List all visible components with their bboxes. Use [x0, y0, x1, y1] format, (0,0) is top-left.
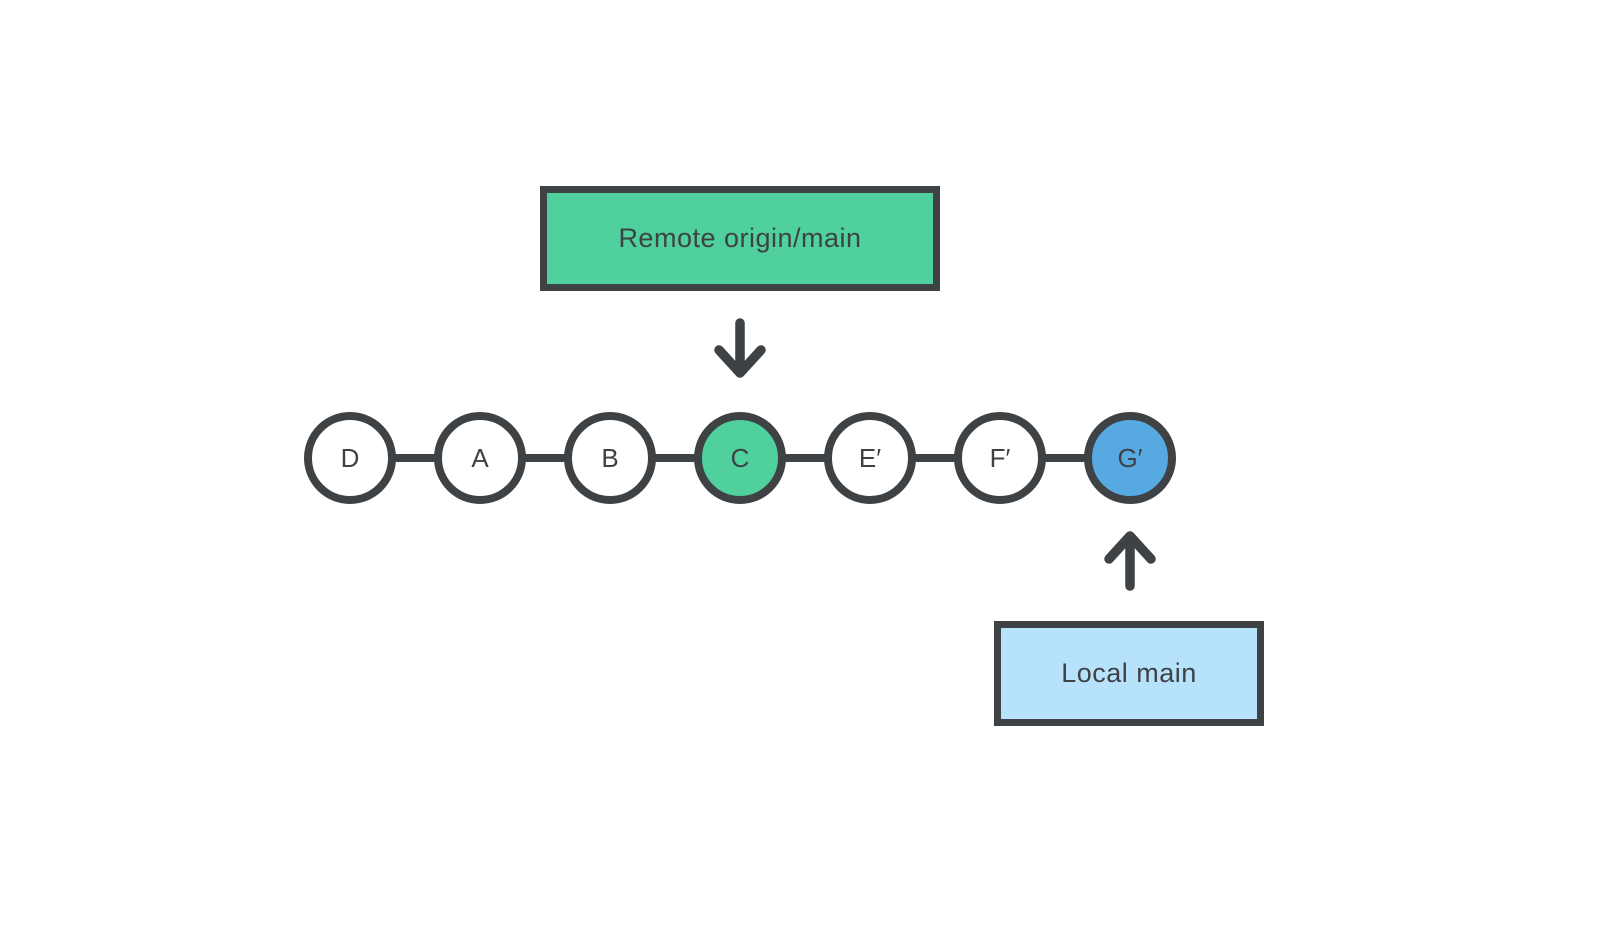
local-branch-label: Local main: [1061, 658, 1197, 688]
arrow-down-icon: [714, 318, 766, 378]
commit-node-G-prime: G′: [1084, 412, 1176, 504]
remote-branch-label: Remote origin/main: [618, 223, 862, 253]
commit-label: E′: [858, 442, 882, 473]
commit-node-A: A: [434, 412, 526, 504]
commit-node-B: B: [564, 412, 656, 504]
commit-row: D A B C E′ F′ G′: [304, 412, 1176, 504]
remote-branch-box: Remote origin/main: [540, 186, 940, 291]
commit-label: F′: [989, 442, 1011, 473]
commit-label: G′: [1117, 442, 1143, 473]
commit-label: D: [340, 442, 360, 473]
commit-node-D: D: [304, 412, 396, 504]
commit-node-F-prime: F′: [954, 412, 1046, 504]
commit-label: C: [730, 442, 750, 473]
commit-label: A: [471, 442, 489, 473]
arrow-up-icon: [1104, 531, 1156, 591]
commit-label: B: [601, 442, 619, 473]
commit-node-E-prime: E′: [824, 412, 916, 504]
commit-node-C: C: [694, 412, 786, 504]
local-branch-box: Local main: [994, 621, 1264, 726]
